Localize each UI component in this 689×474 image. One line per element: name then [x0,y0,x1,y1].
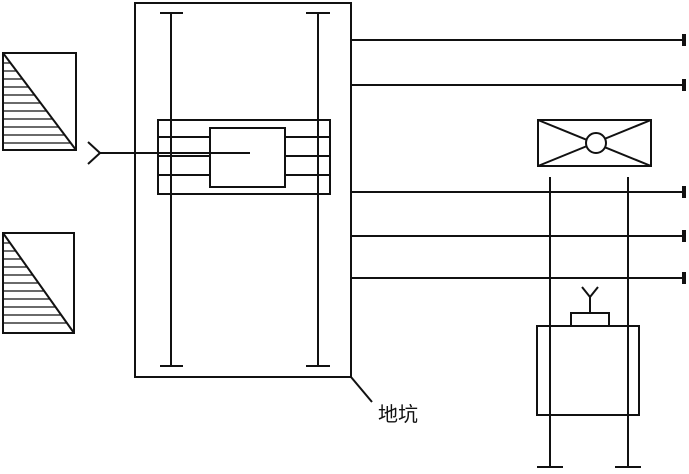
wall-unit-upper-frame [2,52,77,151]
feed-line [87,141,250,165]
pit-enclosure [134,2,352,378]
wall-unit-lower-hatching [3,242,67,324]
wall-unit-lower [2,232,75,334]
wall-unit-upper-diagonal [2,52,77,151]
right-machine [536,286,640,416]
wall-unit-upper-hatching [3,62,71,144]
machine-top-block [570,312,610,327]
carriage-center-box [209,127,286,188]
pit-leader-line [350,376,373,403]
right-rails [537,177,641,468]
pit-carriage [157,119,331,195]
pit-rail-right [306,12,330,367]
wall-unit-lower-diagonal [2,232,75,334]
pit-rail-left [160,12,183,367]
wall-unit-upper [2,52,77,151]
pit-label: 地坑 [378,402,418,426]
light-fixture [537,119,652,167]
